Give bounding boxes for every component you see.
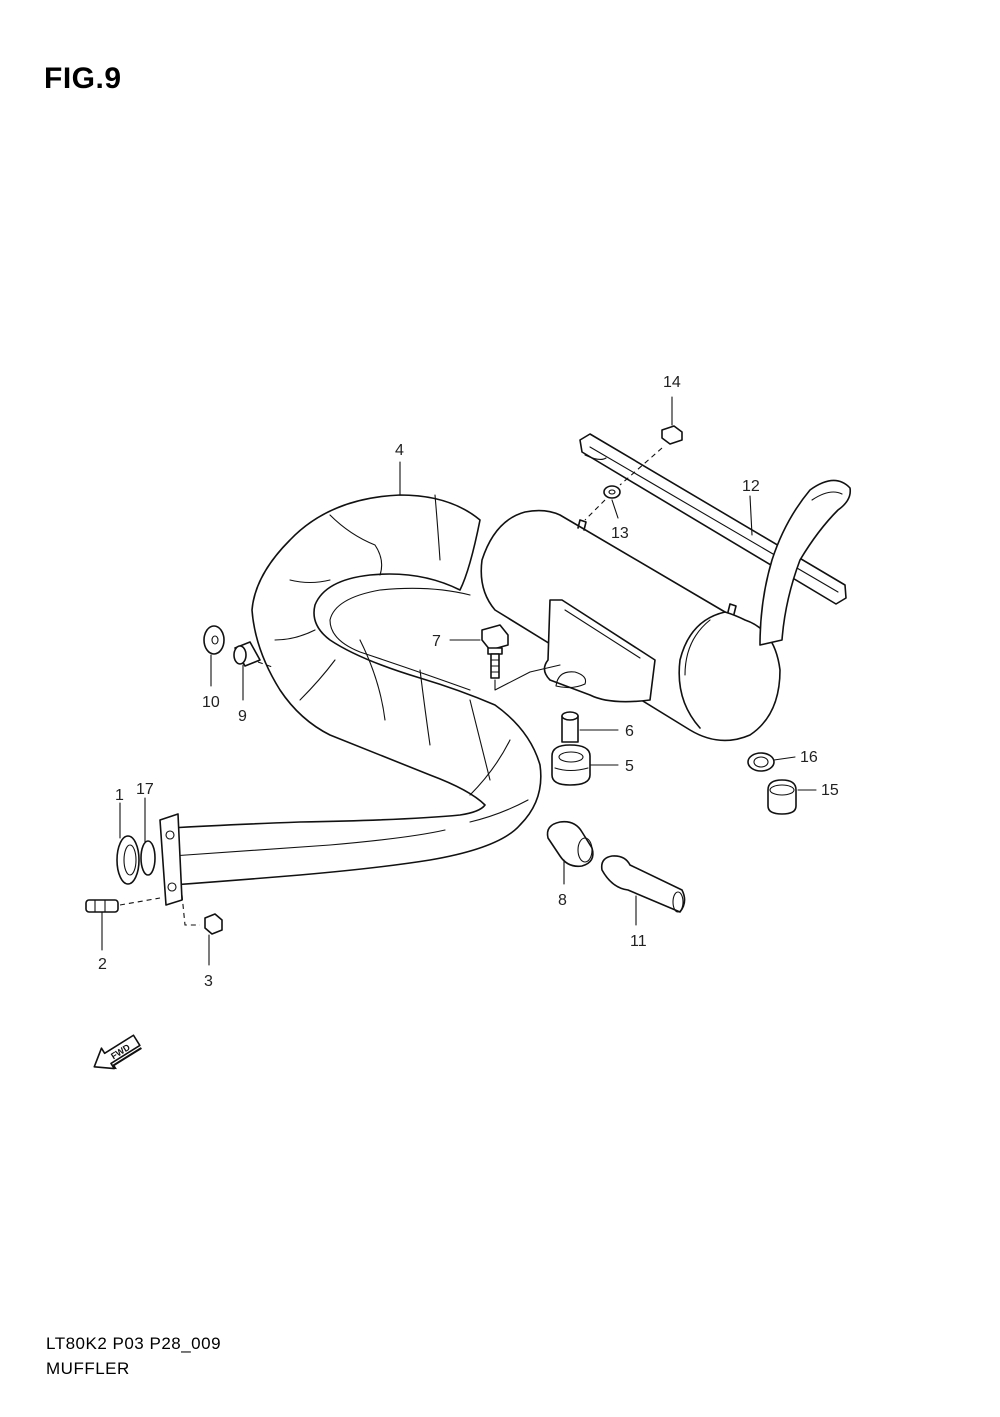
callout-9: 9: [238, 708, 247, 725]
washer-part-10: [203, 625, 225, 655]
callout-14: 14: [663, 374, 681, 391]
callout-12: 12: [742, 478, 760, 495]
callout-10: 10: [202, 694, 220, 711]
bolt-part-11: [600, 855, 686, 913]
collar-part-9: [233, 641, 276, 669]
washer-part-13: [584, 485, 621, 521]
grommet-part-5: [551, 744, 591, 786]
fwd-arrow-icon: FWD: [93, 1034, 142, 1070]
collar-part-6: [561, 711, 579, 743]
callout-labels: 14 4 12 13 7 10 9 6 16 5 15 1 17 8 11 2 …: [98, 374, 839, 990]
grommet-part-8: [546, 820, 594, 868]
callout-6: 6: [625, 723, 634, 740]
callout-7: 7: [432, 633, 441, 650]
nut-part-3: [181, 894, 223, 935]
callout-5: 5: [625, 758, 634, 775]
callout-1: 1: [115, 787, 124, 804]
callout-13: 13: [611, 525, 629, 542]
gasket-part-1: [116, 835, 140, 885]
callout-17: 17: [136, 781, 154, 798]
plug-part-15: [767, 779, 797, 815]
callout-11: 11: [630, 933, 647, 950]
callout-8: 8: [558, 892, 567, 909]
gasket-part-17: [140, 840, 156, 876]
gasket-part-16: [747, 752, 775, 772]
callout-3: 3: [204, 973, 213, 990]
bolt-part-7: [481, 624, 561, 691]
callout-15: 15: [821, 782, 839, 799]
figure-title: FIG.9: [44, 62, 122, 95]
callout-4: 4: [395, 442, 404, 459]
fwd-label: FWD: [109, 1042, 132, 1062]
diagram-code: LT80K2 P03 P28_009: [46, 1334, 222, 1353]
leader-lines: [101, 396, 817, 966]
nut-part-14: [619, 425, 683, 486]
callout-16: 16: [800, 749, 818, 766]
diagram-name: MUFFLER: [46, 1359, 130, 1378]
callout-2: 2: [98, 956, 107, 973]
muffler-body-part-4: [480, 479, 852, 742]
stud-part-2: [85, 897, 161, 913]
